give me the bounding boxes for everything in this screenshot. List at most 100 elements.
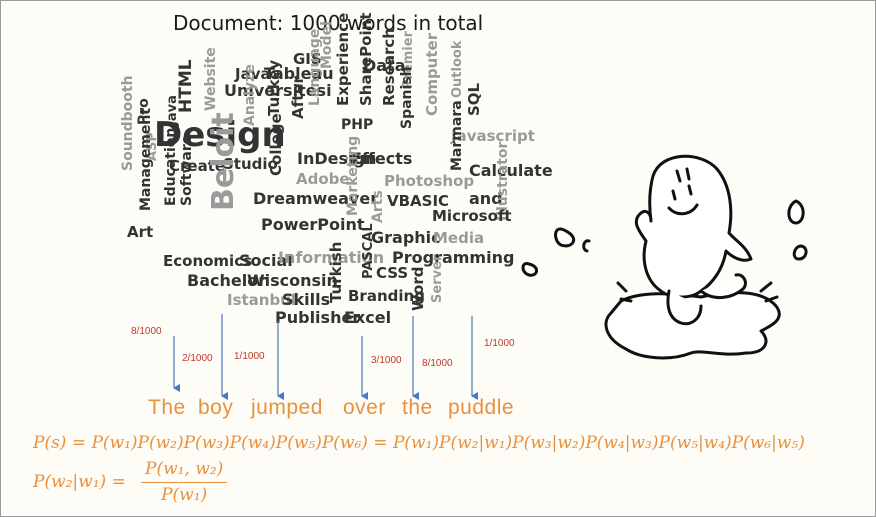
character-eye-right bbox=[687, 184, 693, 196]
probability-label: 8/1000 bbox=[131, 326, 162, 337]
cloud-word: Data bbox=[363, 56, 406, 75]
character-mouth bbox=[667, 203, 699, 216]
cloud-word: CSS bbox=[376, 264, 408, 282]
cloud-word: Website bbox=[203, 47, 219, 111]
splash-lines bbox=[616, 281, 779, 303]
cloud-word: Pro bbox=[136, 98, 152, 125]
cloud-word: Turkey bbox=[265, 60, 283, 116]
cloud-word: VBASIC bbox=[387, 192, 449, 210]
sentence-word: The bbox=[148, 396, 186, 419]
arrow-group bbox=[173, 314, 478, 400]
cloud-word: Calculate bbox=[469, 161, 553, 180]
splash-drop-1 bbox=[554, 227, 576, 248]
cloud-word: Beloit bbox=[206, 112, 241, 211]
sentence-word: the bbox=[402, 396, 433, 419]
cloud-word: Economics bbox=[163, 252, 252, 270]
cloud-word: Dreamweaver bbox=[253, 189, 378, 208]
cloud-word: Bachelor bbox=[187, 271, 266, 290]
cloud-word: Education bbox=[163, 128, 179, 206]
cloud-word: Social bbox=[239, 251, 293, 270]
character-hair bbox=[675, 167, 691, 183]
splash-drop-4 bbox=[792, 244, 808, 261]
sentence-word: boy bbox=[198, 396, 233, 419]
cloud-word: Management bbox=[138, 108, 154, 211]
cloud-word: Software bbox=[179, 135, 195, 206]
probability-label: 2/1000 bbox=[182, 353, 213, 364]
cloud-word: SharePoint bbox=[357, 13, 375, 106]
cloud-word: Media bbox=[433, 229, 484, 247]
splash-drop-5 bbox=[582, 239, 591, 253]
character-body bbox=[634, 154, 753, 299]
sentence-word: over bbox=[343, 396, 386, 419]
cloud-word: Tableau bbox=[264, 64, 334, 83]
character-leg-right bbox=[699, 273, 747, 299]
cloud-word: Analyze bbox=[242, 64, 258, 126]
chain-rule-formula: P(s) = P(w₁)P(w₂)P(w₃)P(w₄)P(w₅)P(w₆) = … bbox=[33, 433, 805, 453]
cloud-word: Model bbox=[319, 21, 335, 69]
cloud-word: Wisconsin bbox=[247, 271, 338, 290]
conditional-numerator: P(w₁, w₂) bbox=[145, 459, 224, 479]
cloud-word: Java bbox=[165, 95, 180, 127]
fraction-bar bbox=[141, 482, 228, 484]
cloud-word: Excel bbox=[344, 308, 391, 327]
cloud-word: Istanbul bbox=[227, 291, 296, 309]
cloud-word: Research bbox=[380, 28, 398, 106]
cloud-word: Graphic bbox=[371, 228, 441, 247]
cloud-word: InDesign bbox=[297, 149, 376, 168]
cloud-word: Programming bbox=[392, 248, 514, 267]
cloud-word: Soundbooth bbox=[120, 75, 136, 171]
cloud-word: After bbox=[289, 76, 307, 119]
cloud-word: Server bbox=[430, 254, 445, 303]
cloud-word: Skills bbox=[282, 290, 330, 309]
character-leg-left bbox=[666, 289, 703, 326]
cloud-word: PASCAL bbox=[361, 223, 376, 279]
splash-drop-2 bbox=[521, 262, 538, 277]
cloud-word: Arts bbox=[370, 190, 386, 223]
cloud-word: Microsoft bbox=[432, 207, 512, 225]
cloud-word: ASP bbox=[145, 132, 160, 161]
cloud-word: Effects bbox=[351, 149, 412, 168]
conditional-fraction: P(w₁, w₂) P(w₁) bbox=[141, 459, 228, 506]
conditional-formula-lhs: P(w₂|w₁) = bbox=[33, 472, 126, 492]
cloud-word: Adobe bbox=[296, 170, 350, 188]
cloud-word: Marmara bbox=[449, 100, 465, 171]
cloud-word: Javascript bbox=[450, 127, 535, 145]
probability-label: 8/1000 bbox=[422, 358, 453, 369]
cloud-word: Outlook bbox=[450, 40, 465, 98]
slide-title: Document: 1000 words in total bbox=[173, 11, 484, 35]
puddle-shape bbox=[604, 291, 781, 360]
character-eye-left bbox=[671, 189, 677, 201]
cloud-word: Information bbox=[278, 248, 384, 267]
cloud-word: Studio bbox=[223, 155, 278, 173]
cloud-word: Illustrator bbox=[495, 142, 511, 221]
cloud-word: Java bbox=[234, 65, 271, 83]
cartoon-character-illustration bbox=[521, 154, 808, 360]
cloud-word: Spanish bbox=[399, 66, 415, 129]
cloud-word: Design bbox=[154, 115, 286, 155]
probability-label: 1/1000 bbox=[234, 351, 265, 362]
cloud-word: Experience bbox=[334, 13, 352, 106]
cloud-word: PowerPoint bbox=[261, 215, 365, 234]
splash-drop-3 bbox=[787, 199, 805, 225]
cloud-word: Word bbox=[409, 267, 427, 311]
cloud-word: Publisher bbox=[275, 308, 360, 327]
sentence-word: puddle bbox=[448, 396, 514, 419]
cloud-word: College bbox=[267, 113, 285, 176]
cloud-word: Language bbox=[307, 29, 323, 106]
conditional-denominator: P(w₁) bbox=[161, 485, 208, 506]
cloud-word: Computer bbox=[423, 32, 441, 116]
cloud-word: Create bbox=[169, 157, 225, 175]
cloud-word: SQL bbox=[465, 82, 483, 116]
probability-label: 3/1000 bbox=[371, 355, 402, 366]
cloud-word: Photoshop bbox=[384, 172, 474, 190]
cloud-word: Premier bbox=[401, 30, 416, 89]
cloud-word: Art bbox=[127, 223, 153, 241]
cloud-word: Universitesi bbox=[224, 81, 332, 100]
cloud-word: Turkish bbox=[327, 242, 345, 303]
cloud-word: Branding bbox=[348, 287, 425, 305]
